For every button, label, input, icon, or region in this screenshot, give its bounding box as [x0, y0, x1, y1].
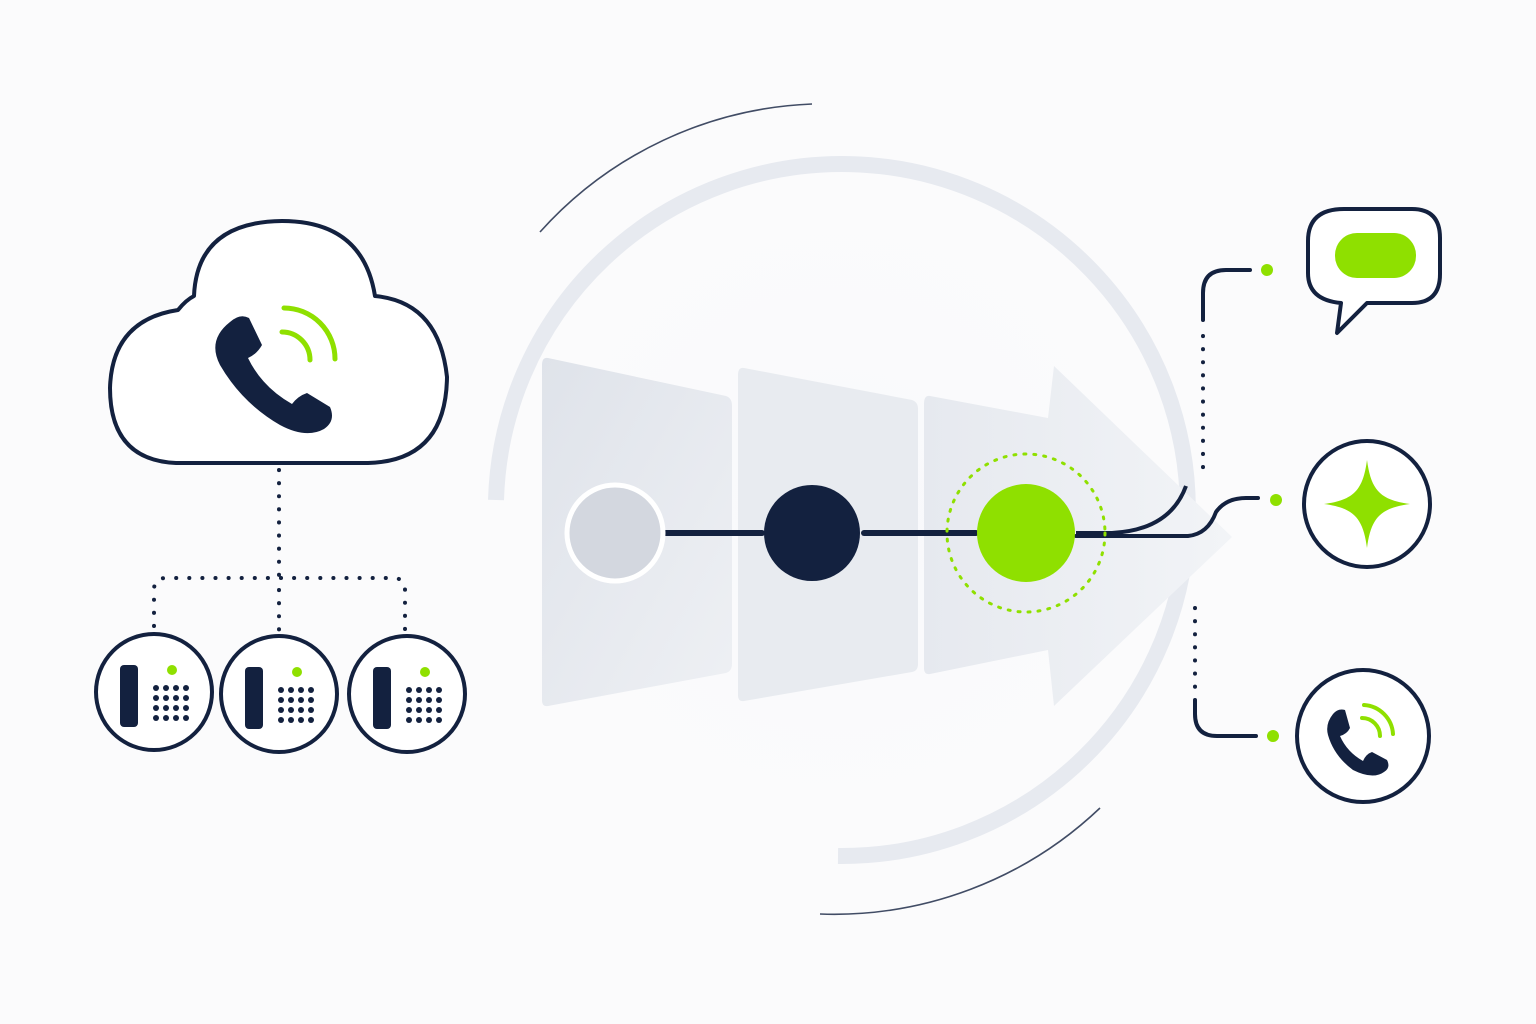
- phone-ringing-icon: [1295, 668, 1431, 804]
- desk-phone-icon: [347, 634, 467, 754]
- chat-bubble-icon: [1306, 207, 1442, 335]
- flow-node-inactive: [564, 482, 666, 584]
- cloud-device-links: [152, 468, 407, 632]
- branch-lines: [1193, 264, 1282, 742]
- sparkle-icon: [1302, 439, 1432, 569]
- flow-node-active-halo: [945, 452, 1107, 614]
- desk-phone-icon: [94, 632, 214, 752]
- flow-node-processing: [764, 485, 860, 581]
- desk-phone-icon: [219, 634, 339, 754]
- cloud-phone-icon: [108, 219, 449, 465]
- flow-line: [657, 485, 1260, 538]
- flow-nodes: [564, 452, 1107, 614]
- flow-node-active: [977, 484, 1075, 582]
